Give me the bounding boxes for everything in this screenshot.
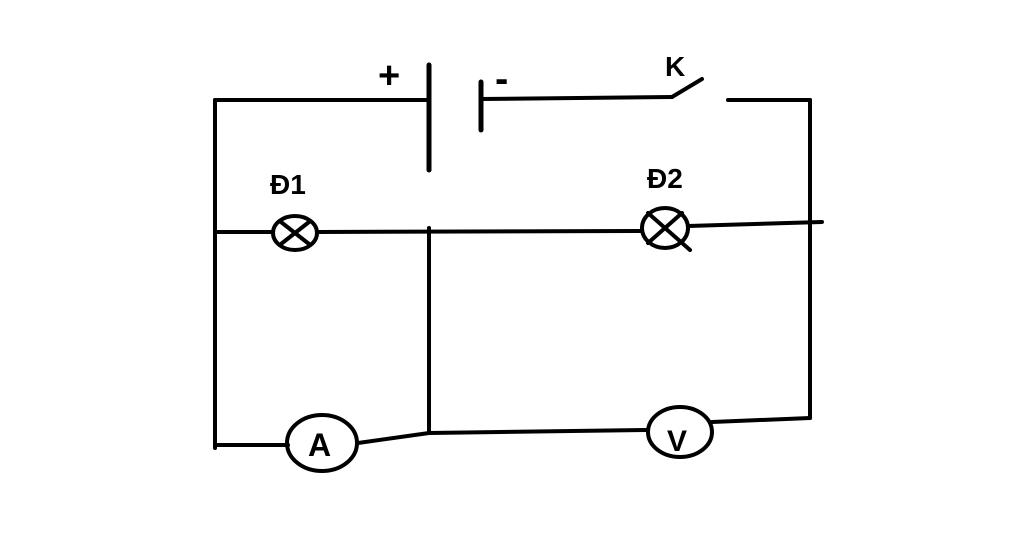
- middle-wire-center: [316, 229, 644, 234]
- battery: [426, 62, 484, 173]
- lamp-d1: [271, 214, 319, 252]
- lamp-d2-bulb: [640, 206, 690, 250]
- lamp-d2-cross-a: [646, 211, 692, 252]
- bottom-wire-voltmeter-to-right: [710, 416, 812, 424]
- lamp-d2-cross-b: [646, 211, 684, 245]
- bottom-wire-ammeter-to-center: [356, 431, 431, 445]
- lamp-d1-label: Đ1: [270, 169, 306, 200]
- battery-minus-label: -: [495, 57, 508, 101]
- ammeter-label: A: [308, 427, 331, 463]
- switch-k: [670, 77, 704, 99]
- middle-wire-right: [686, 220, 824, 228]
- lamp-d2-label: Đ2: [647, 163, 683, 194]
- voltmeter-circle: [646, 405, 714, 459]
- ammeter-circle: [285, 413, 359, 473]
- voltmeter-label: V: [667, 425, 687, 458]
- ammeter: A: [285, 413, 359, 473]
- lamp-d2: [640, 206, 692, 252]
- voltmeter: V: [646, 405, 714, 459]
- battery-plus-label: +: [378, 55, 400, 97]
- lamp-d1-bulb: [271, 214, 319, 252]
- bottom-wire-center-to-voltmeter: [427, 428, 650, 435]
- lamp-d1-cross-b: [279, 220, 311, 246]
- switch-k-label: K: [665, 51, 685, 82]
- top-wire-middle: [479, 95, 674, 101]
